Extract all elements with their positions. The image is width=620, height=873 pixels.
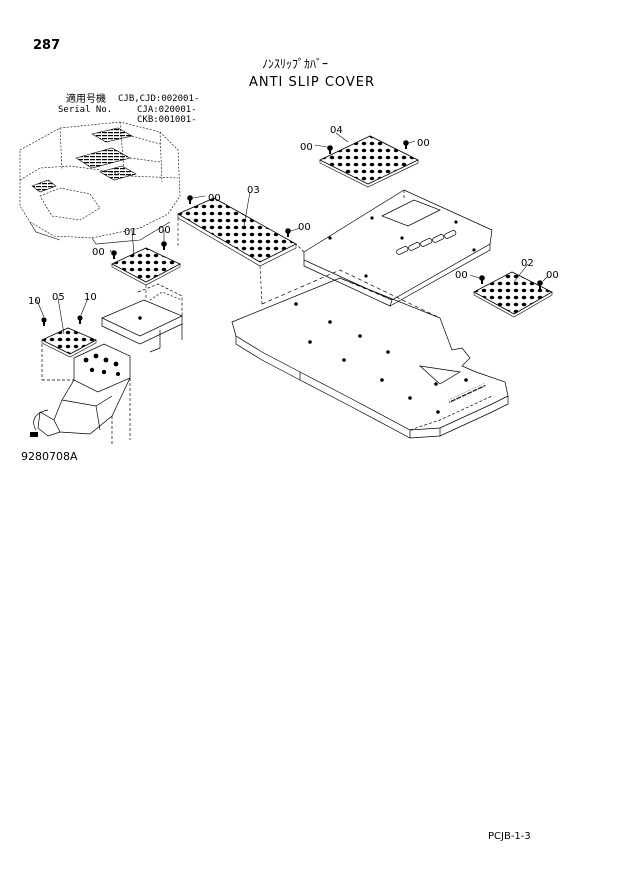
footer-code: PCJB-1-3 xyxy=(488,831,531,842)
rear-deck-slots xyxy=(396,230,457,255)
screw-icon xyxy=(285,228,291,237)
screw-icon xyxy=(77,315,83,324)
callout-05: 05 xyxy=(52,292,65,303)
callout-00: 00 xyxy=(417,138,430,149)
callout-00: 00 xyxy=(455,270,468,281)
machine-thumbnail xyxy=(19,121,181,245)
page-number: 287 xyxy=(33,38,61,53)
console-switches xyxy=(83,353,120,376)
leader-lines xyxy=(35,132,549,335)
serial-range-2: CJA:020001- xyxy=(137,105,197,115)
screw-icon xyxy=(327,145,333,154)
floor-plate-bolts xyxy=(294,302,468,414)
callout-01: 01 xyxy=(124,227,137,238)
anti-slip-mat-05 xyxy=(41,327,97,358)
title-japanese: ﾉﾝｽﾘｯﾌﾟｶﾊﾞｰ xyxy=(262,57,329,71)
callout-03: 03 xyxy=(247,185,260,196)
screw-icon xyxy=(403,140,409,149)
callout-labels: 04 00 00 03 00 00 01 00 00 02 00 00 10 0… xyxy=(28,125,559,307)
callout-00: 00 xyxy=(546,270,559,281)
screw-icon xyxy=(537,280,543,289)
title-english: ANTI SLIP COVER xyxy=(249,75,376,90)
anti-slip-mat-02 xyxy=(473,271,553,318)
drawing-number: 9280708A xyxy=(21,450,78,463)
callout-02: 02 xyxy=(521,258,534,269)
callout-00: 00 xyxy=(158,225,171,236)
screws xyxy=(41,140,543,326)
thumbnail-mat-top xyxy=(91,127,133,143)
thumbnail-mat-right xyxy=(99,165,137,181)
serial-label-english: Serial No. xyxy=(58,105,113,115)
serial-range-3: CKB:001001- xyxy=(137,115,197,125)
callout-04: 04 xyxy=(330,125,343,136)
screw-icon xyxy=(187,195,193,204)
callout-10: 10 xyxy=(28,296,41,307)
anti-slip-mat-04 xyxy=(319,135,419,188)
screw-icon xyxy=(111,250,117,259)
callout-00: 00 xyxy=(92,247,105,258)
screw-icon xyxy=(161,241,167,250)
anti-slip-mat-03 xyxy=(177,197,297,305)
callout-10: 10 xyxy=(84,292,97,303)
thumbnail-mat-left xyxy=(31,179,57,193)
callout-00: 00 xyxy=(300,142,313,153)
serial-label-japanese: 適用号機 xyxy=(66,94,106,105)
screw-icon xyxy=(41,317,47,326)
anti-slip-mat-01 xyxy=(111,247,181,300)
callout-00: 00 xyxy=(298,222,311,233)
screw-icon xyxy=(479,275,485,284)
serial-range-1: CJB,CJD:002001- xyxy=(118,94,200,104)
callout-00: 00 xyxy=(208,193,221,204)
floor-plate xyxy=(231,269,509,439)
side-console xyxy=(30,283,183,444)
thumbnail-mat-middle xyxy=(75,147,131,169)
rear-deck xyxy=(295,189,493,307)
